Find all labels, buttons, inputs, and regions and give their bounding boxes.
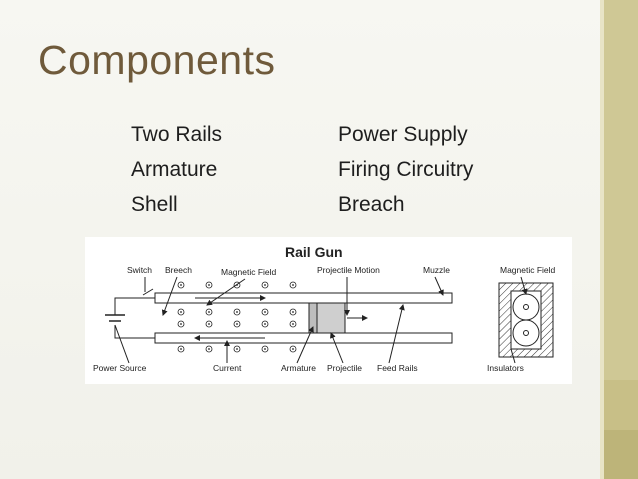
projectile-block xyxy=(316,302,346,334)
label-breech: Breech xyxy=(165,265,192,275)
label-power-source: Power Source xyxy=(93,363,147,373)
slide-title: Components xyxy=(38,37,276,83)
list-item: Firing Circuitry xyxy=(338,158,474,181)
list-item: Two Rails xyxy=(131,123,223,146)
list-item: Shell xyxy=(131,193,178,216)
cross-section xyxy=(498,276,554,364)
field-dots xyxy=(177,281,297,353)
list-item: Armature xyxy=(131,158,218,181)
field-dot-centers xyxy=(180,284,294,350)
component-list-left: Two Rails Armature Shell xyxy=(131,117,222,222)
list-item: Breach xyxy=(338,193,405,216)
component-list-right: Power Supply Firing Circuitry Breach xyxy=(338,117,473,222)
label-muzzle: Muzzle xyxy=(423,265,450,275)
label-current: Current xyxy=(213,363,242,373)
label-feed-rails: Feed Rails xyxy=(377,363,418,373)
label-projectile: Projectile xyxy=(327,363,362,373)
label-magnetic-field: Magnetic Field xyxy=(221,267,277,277)
label-armature: Armature xyxy=(281,363,316,373)
switch-lever xyxy=(142,288,154,296)
side-decoration xyxy=(600,0,638,479)
circuit-wire-top xyxy=(114,297,155,315)
circuit-wire-bottom xyxy=(114,325,155,339)
diagram-title: Rail Gun xyxy=(285,244,343,260)
label-insulators: Insulators xyxy=(487,363,524,373)
label-switch: Switch xyxy=(127,265,152,275)
armature-block xyxy=(308,302,318,334)
leader-lines xyxy=(114,276,444,364)
label-projectile-motion: Projectile Motion xyxy=(317,265,380,275)
label-magnetic-field-right: Magnetic Field xyxy=(500,265,556,275)
list-item: Power Supply xyxy=(338,123,468,146)
rail-gun-diagram: Rail Gun Switch Breech Magnetic Field Pr… xyxy=(85,237,572,384)
